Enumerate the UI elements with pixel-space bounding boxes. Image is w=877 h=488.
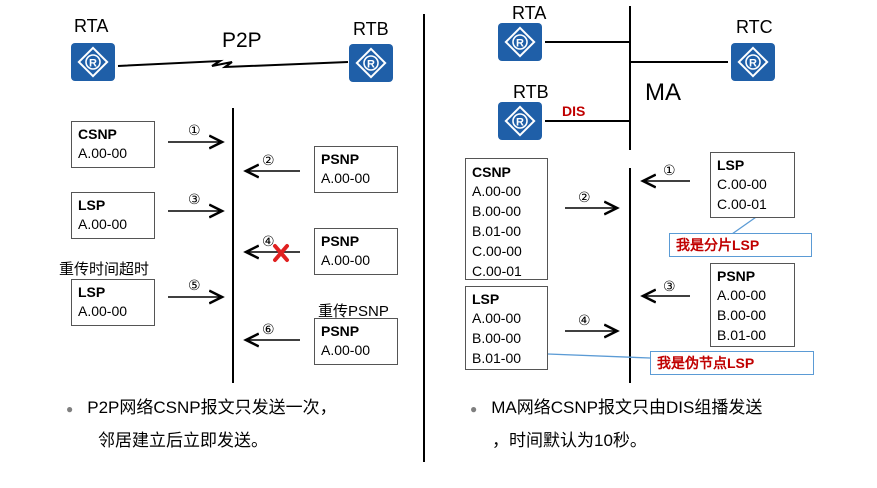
right-rtb-label: RTB — [513, 82, 549, 102]
r-step-3: ③ — [663, 278, 676, 294]
psnp-list-box: PSNP A.00-00 B.00-00 B.01-00 — [710, 263, 795, 347]
box-row: A.00-00 — [472, 310, 522, 326]
svg-text:R: R — [367, 59, 375, 71]
svg-text:R: R — [516, 117, 524, 129]
box-type: LSP — [78, 284, 106, 300]
bullet-line: ，时间默认为10秒。 — [492, 431, 647, 450]
box-row: B.01-00 — [472, 223, 522, 239]
bullet-dot-icon: ● — [66, 402, 74, 416]
box-row: A.00-00 — [321, 170, 371, 186]
dis-label: DIS — [562, 103, 586, 119]
right-bullet: ● MA网络CSNP报文只由DIS组播发送 ，时间默认为10秒。 — [470, 392, 762, 457]
lsp-box-5: LSP A.00-00 — [71, 279, 155, 326]
r-step-4: ④ — [578, 312, 591, 328]
box-type: LSP — [78, 197, 106, 213]
left-rtb-router-icon: R — [349, 44, 393, 82]
box-row: A.00-00 — [321, 252, 371, 268]
p2p-label: P2P — [222, 29, 262, 52]
box-row: A.00-00 — [717, 287, 767, 303]
box-type: PSNP — [321, 323, 360, 339]
box-row: A.00-00 — [78, 216, 128, 232]
bullet-line: 邻居建立后立即发送。 — [98, 431, 268, 450]
csnp-box-1: CSNP A.00-00 — [71, 121, 155, 168]
box-row: A.00-00 — [472, 183, 522, 199]
box-type: CSNP — [78, 126, 117, 142]
box-row: B.00-00 — [717, 307, 767, 323]
ma-label: MA — [645, 79, 681, 106]
lost-x-icon — [273, 244, 289, 262]
box-type: LSP — [717, 157, 745, 173]
retransmit-psnp-label: 重传PSNP — [318, 303, 389, 320]
right-rtc-label: RTC — [736, 17, 773, 37]
psnp-box-4: PSNP A.00-00 — [314, 228, 398, 275]
step-4: ④ — [262, 233, 275, 249]
callout-pseudonode: 我是伪节点LSP — [650, 351, 814, 375]
p2p-link — [117, 59, 349, 69]
right-rta-label: RTA — [512, 3, 547, 23]
retransmit-timeout-label: 重传时间超时 — [59, 261, 150, 278]
box-row: B.01-00 — [717, 327, 767, 343]
r-step-1: ① — [663, 162, 676, 178]
left-rtb-label: RTB — [353, 19, 389, 39]
svg-text:R: R — [516, 38, 524, 50]
box-type: CSNP — [472, 164, 511, 180]
box-row: A.00-00 — [78, 145, 128, 161]
lsp-box-3: LSP A.00-00 — [71, 192, 155, 239]
box-type: PSNP — [321, 233, 360, 249]
box-row: B.01-00 — [472, 350, 522, 366]
step-5: ⑤ — [188, 277, 201, 293]
bullet-line: MA网络CSNP报文只由DIS组播发送 — [491, 398, 763, 417]
psnp-box-6: PSNP A.00-00 — [314, 318, 398, 365]
step-3: ③ — [188, 191, 201, 207]
box-row: C.00-01 — [472, 263, 522, 279]
box-row: C.00-00 — [472, 243, 522, 259]
r-step-2: ② — [578, 189, 591, 205]
lsp-list-box: LSP A.00-00 B.00-00 B.01-00 — [465, 286, 548, 370]
right-rta-router-icon: R — [498, 23, 542, 61]
right-rtb-router-icon: R — [498, 102, 542, 140]
left-rta-router-icon: R — [71, 43, 115, 81]
box-row: A.00-00 — [78, 303, 128, 319]
bullet-dot-icon: ● — [470, 402, 478, 416]
box-row: B.00-00 — [472, 203, 522, 219]
step-6: ⑥ — [262, 321, 275, 337]
box-row: C.00-01 — [717, 196, 767, 212]
step-1: ① — [188, 122, 201, 138]
box-row: A.00-00 — [321, 342, 371, 358]
step-2: ② — [262, 152, 275, 168]
lsp-rtc-box: LSP C.00-00 C.00-01 — [710, 152, 795, 218]
bullet-line: P2P网络CSNP报文只发送一次， — [87, 398, 337, 417]
svg-text:R: R — [749, 58, 757, 70]
callout-fragment: 我是分片LSP — [669, 233, 812, 257]
psnp-box-2: PSNP A.00-00 — [314, 146, 398, 193]
box-type: PSNP — [321, 151, 360, 167]
svg-text:R: R — [89, 58, 97, 70]
box-row: C.00-00 — [717, 176, 767, 192]
box-type: LSP — [472, 291, 500, 307]
left-bullet: ● P2P网络CSNP报文只发送一次， 邻居建立后立即发送。 — [66, 392, 337, 457]
right-rtc-router-icon: R — [731, 43, 775, 81]
box-row: B.00-00 — [472, 330, 522, 346]
left-rta-label: RTA — [74, 16, 109, 36]
box-type: PSNP — [717, 268, 756, 284]
csnp-list-box: CSNP A.00-00 B.00-00 B.01-00 C.00-00 C.0… — [465, 158, 548, 280]
